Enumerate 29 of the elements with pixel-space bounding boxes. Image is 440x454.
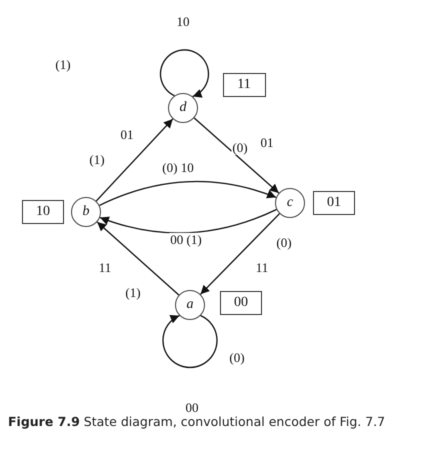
edge-label: (0) 10 [161, 160, 195, 176]
edge-label: 00 (1) [169, 232, 203, 248]
input-bit-label: (1) [54, 58, 72, 72]
input-bit-label: (0) [275, 236, 293, 250]
edge-label: 10 [176, 14, 190, 30]
output-box: 10 [22, 200, 64, 224]
state-circle: c [275, 188, 305, 218]
edge-label: 01 [260, 136, 274, 150]
arrow [194, 117, 280, 194]
input-bit-label: (0) [228, 350, 246, 366]
arrow [200, 213, 280, 295]
output-box: 11 [222, 73, 266, 97]
input-bit-label: (1) [88, 152, 106, 168]
edge-label: 01 [120, 128, 134, 142]
arrow [162, 315, 218, 368]
edge-label: 00 [184, 400, 200, 416]
arrow [99, 180, 276, 206]
arrow [96, 118, 174, 202]
state-circle: d [168, 93, 198, 123]
state-circle: b [71, 197, 101, 227]
input-bit-label: (0) [231, 140, 249, 156]
state-circle: a [175, 290, 205, 320]
arrow [100, 208, 277, 234]
output-box: 00 [220, 291, 262, 315]
input-bit-label: (1) [124, 286, 142, 300]
figure-caption: Figure 7.9 State diagram, convolutional encoder of Fig. 7.7 [8, 414, 386, 429]
arrow [160, 49, 210, 98]
arrow [96, 222, 180, 296]
output-box: 01 [313, 191, 355, 215]
